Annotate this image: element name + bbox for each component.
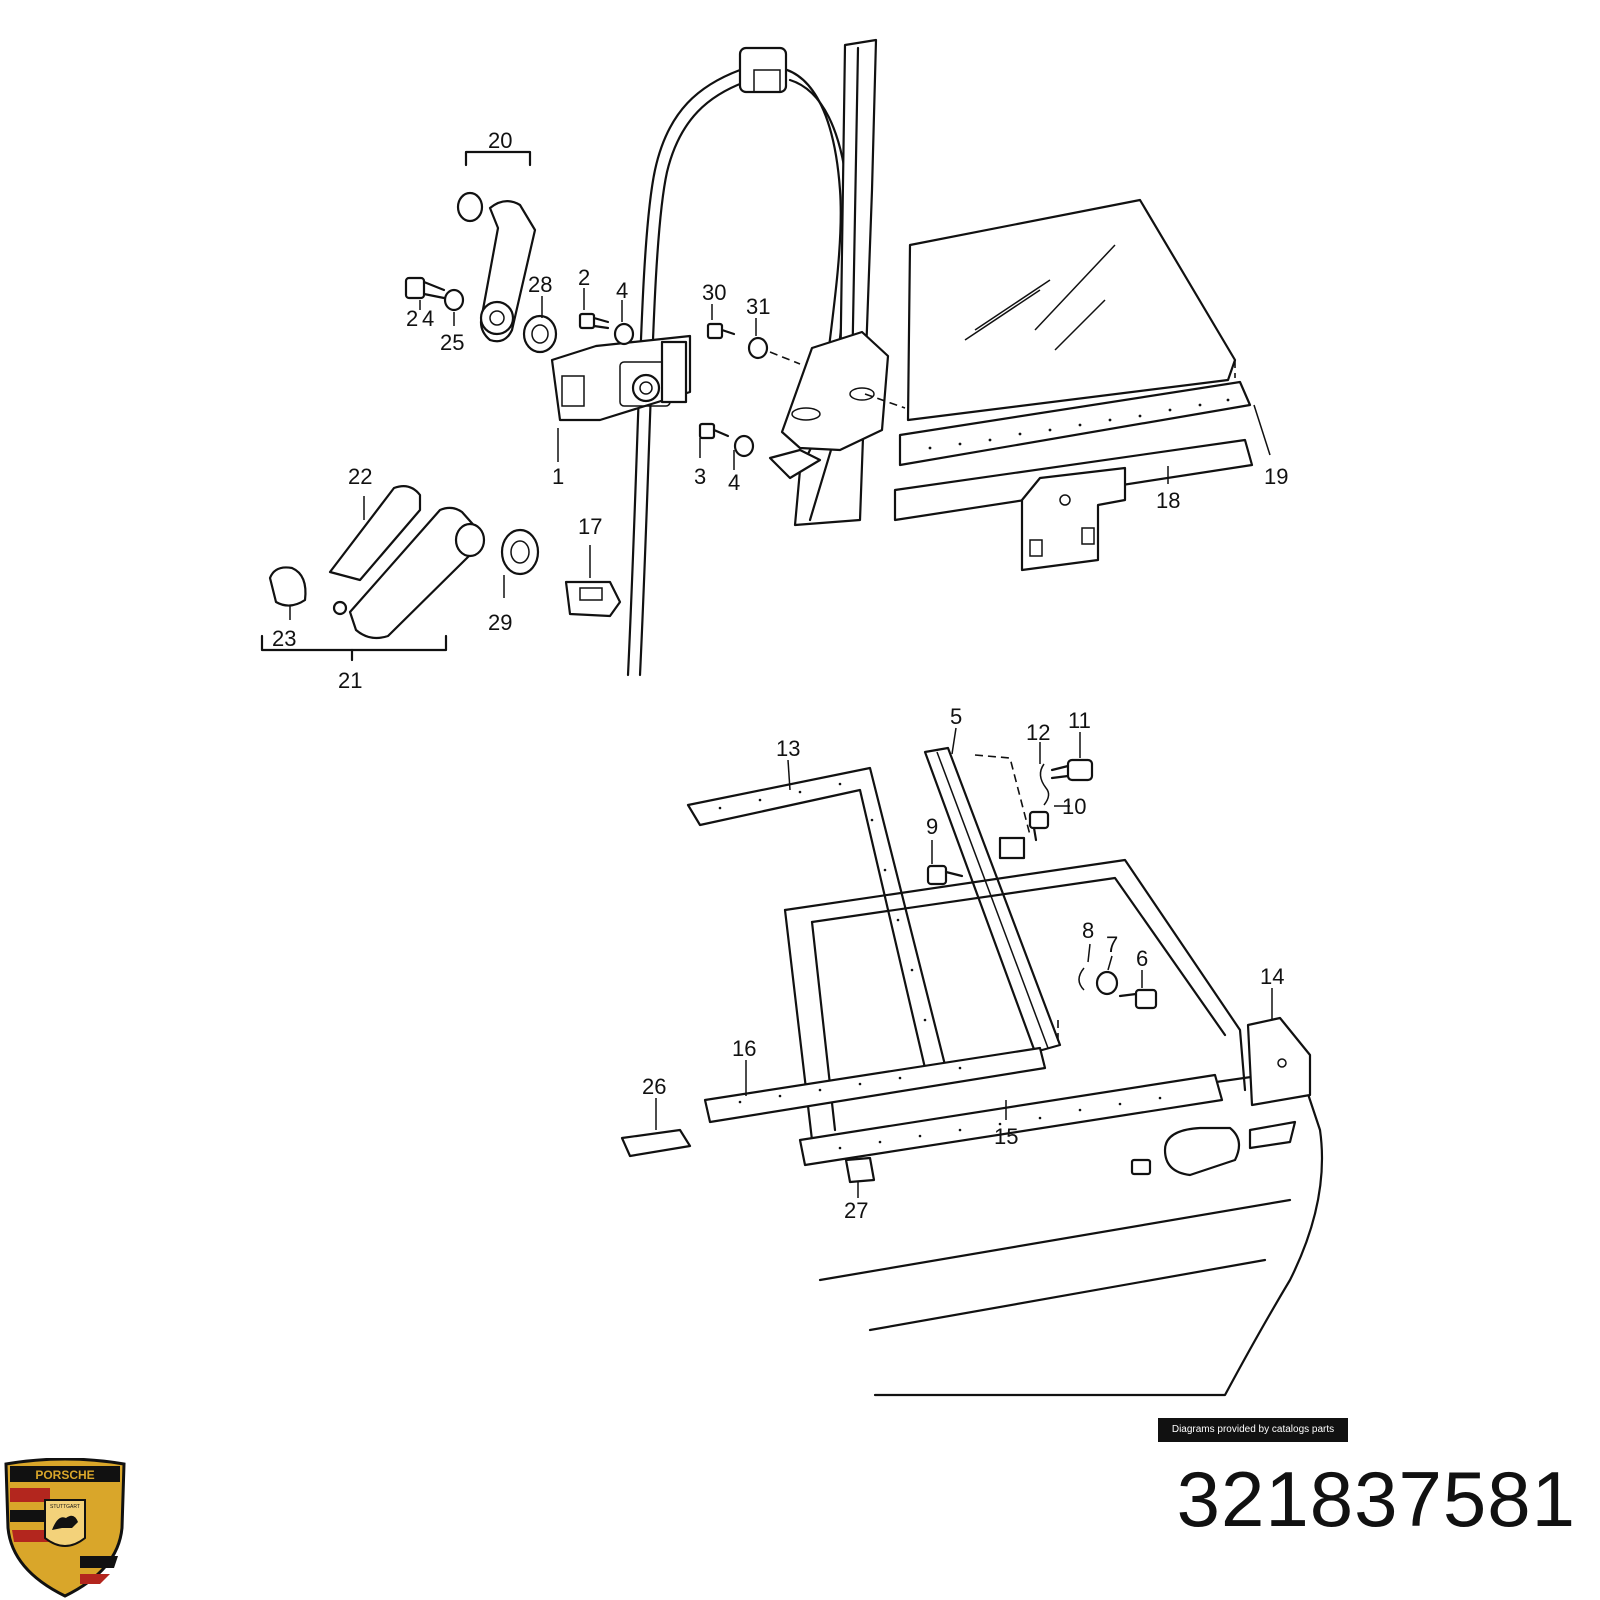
callout-19: 19 xyxy=(1264,464,1288,489)
callout-29: 29 xyxy=(488,610,512,635)
crank-handle-lower xyxy=(260,485,540,662)
callout-11: 11 xyxy=(1068,708,1091,733)
callout-9: 9 xyxy=(926,814,938,839)
callout-16: 16 xyxy=(732,1036,756,1061)
callout-20: 20 xyxy=(488,128,512,153)
diagram-credit: Diagrams provided by catalogs parts xyxy=(1158,1418,1348,1442)
crest-city: STUTTGART xyxy=(50,1504,80,1510)
crank-handle-upper xyxy=(404,150,558,354)
callout-4: 4 xyxy=(728,470,740,495)
callout-labels: 1 2 2 3 4 4 4 5 6 7 8 9 10 11 12 13 14 1… xyxy=(272,128,1288,1223)
callout-18: 18 xyxy=(1156,488,1180,513)
callout-21: 21 xyxy=(338,668,362,693)
porsche-crest-icon: PORSCHE STUTTGART xyxy=(4,1458,126,1598)
callout-4: 4 xyxy=(616,278,628,303)
callout-8: 8 xyxy=(1082,918,1094,943)
callout-30: 30 xyxy=(702,280,726,305)
window-regulator-assembly xyxy=(550,38,1254,677)
callout-10: 10 xyxy=(1062,794,1086,819)
part-number: 321837581 xyxy=(1176,1455,1576,1543)
leader-lines xyxy=(289,288,1273,1198)
callout-6: 6 xyxy=(1136,946,1148,971)
callout-25: 25 xyxy=(440,330,464,355)
crest-stripes xyxy=(10,1488,118,1584)
callout-31: 31 xyxy=(746,294,770,319)
callout-22: 22 xyxy=(348,464,372,489)
callout-3: 3 xyxy=(694,464,706,489)
callout-14: 14 xyxy=(1260,964,1284,989)
crest-brand: PORSCHE xyxy=(35,1468,94,1482)
callout-1: 1 xyxy=(552,464,564,489)
callout-23: 23 xyxy=(272,626,296,651)
callout-12: 12 xyxy=(1026,720,1050,745)
callout-4: 4 xyxy=(422,306,434,331)
callout-2: 2 xyxy=(578,265,590,290)
callout-17: 17 xyxy=(578,514,602,539)
callout-13: 13 xyxy=(776,736,800,761)
callout-15: 15 xyxy=(994,1124,1018,1149)
callout-27: 27 xyxy=(844,1198,868,1223)
fasteners-upper xyxy=(564,312,769,618)
callout-26: 26 xyxy=(642,1074,666,1099)
callout-5: 5 xyxy=(950,704,962,729)
callout-2: 2 xyxy=(406,306,418,331)
door-assembly xyxy=(620,746,1324,1397)
callout-28: 28 xyxy=(528,272,552,297)
callout-7: 7 xyxy=(1106,932,1118,957)
